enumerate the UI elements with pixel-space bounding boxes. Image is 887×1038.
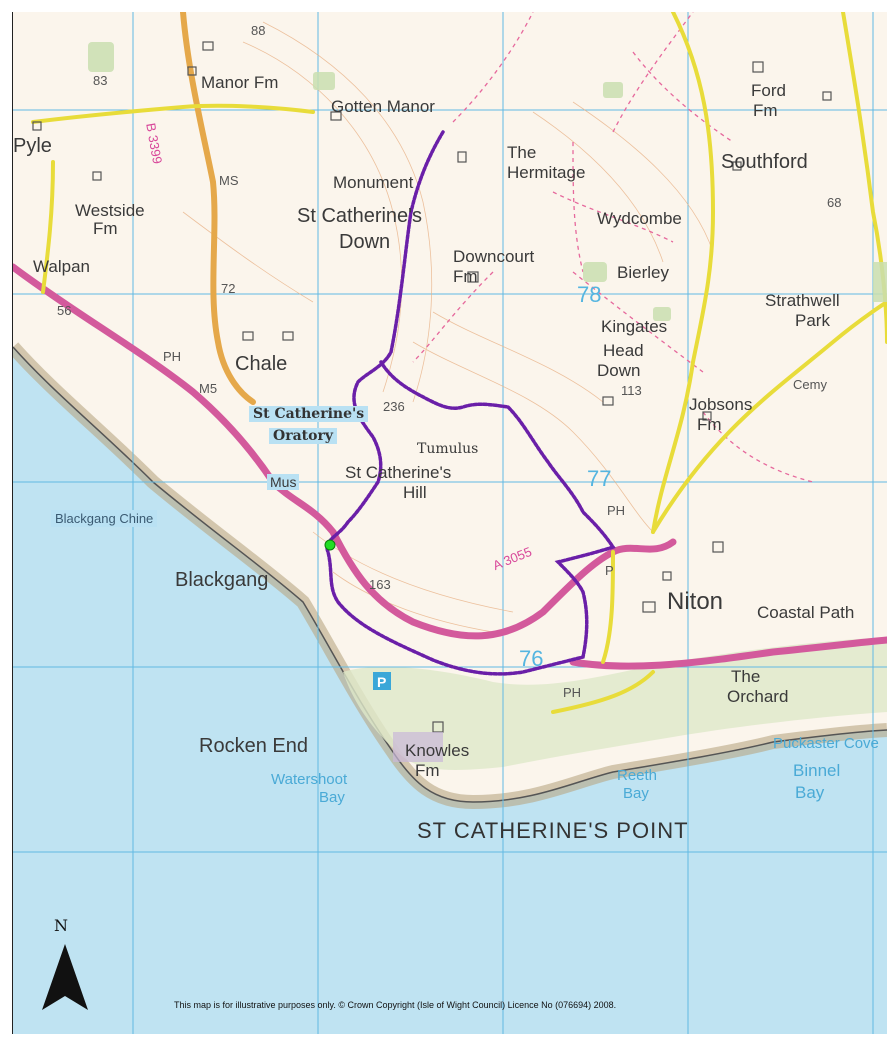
label-niton: Niton [667,588,724,615]
minor-roads [31,12,887,714]
sea [13,347,887,1034]
label-m5: M5 [199,381,218,396]
label-cemy: Cemy [793,377,827,392]
label-the-orchard-line1: The [731,667,761,686]
label-st-catherines-point: ST CATHERINE'S POINT [417,818,689,843]
road-a3055 [13,263,677,640]
spot-height-68: 68 [827,195,842,210]
label-the-hermitage-line1: The [507,143,537,162]
grid-number-78: 78 [577,282,602,307]
road-a3055-east [569,636,887,670]
label-bierley: Bierley [617,263,669,282]
label-ford-fm-line2: Fm [753,101,778,120]
label-gotten-manor: Gotten Manor [331,97,435,116]
label-blackgang: Blackgang [175,569,269,591]
svg-text:P: P [377,674,386,690]
spot-height-88: 88 [251,23,266,38]
label-st-catherines-hill-line2: Hill [403,483,427,502]
label-mus: Mus [267,474,300,490]
label-downcourt-fm-line2: Fm [453,267,478,286]
label-strathwell-park-line2: Park [795,311,830,330]
label-head-down-line1: Head [603,341,644,360]
coastline [13,346,887,803]
label-downcourt-fm-line1: Downcourt [453,247,535,266]
grid-number-76: 76 [519,646,544,671]
label-knowles-fm-line1: Knowles [405,741,470,760]
label-reeth-bay-line2: Bay [623,785,649,802]
woodland-patches [88,42,887,321]
label-st-catherines-down-line2: Down [339,231,391,253]
label-ford-fm-line1: Ford [751,81,786,100]
label-blackgang-chine: Blackgang Chine [51,510,158,527]
label-reeth-bay-line1: Reeth [617,767,658,784]
spot-height-163: 163 [369,577,391,592]
map-frame: P 88 Manor Fm 83 Gotten Manor The Hermit… [12,12,887,1034]
label-westside-fm-line1: Westside [75,201,145,220]
walking-route [325,130,616,676]
map-canvas: P [13,12,887,1034]
label-jobsons-fm-line1: Jobsons [689,395,753,414]
label-walpan: Walpan [33,257,91,276]
spot-height-72: 72 [221,281,236,296]
parking-icon: P [373,672,391,690]
label-monument: Monument [333,173,414,192]
label-southford: Southford [721,151,808,173]
road-b3399 [180,12,256,405]
footpaths [412,12,814,483]
label-st-catherines-hill-line1: St Catherine's [345,463,452,482]
label-strathwell-park-line1: Strathwell [765,291,840,310]
undercliff-woodland [343,637,887,770]
label-ph-niton: PH [607,503,626,518]
label-chale: Chale [235,353,288,375]
label-head-down-line2: Down [597,361,641,380]
label-binnel-bay-line1: Binnel [793,761,841,780]
spot-height-56: 56 [57,303,72,318]
lighthouse-area [393,732,443,762]
label-ms: MS [219,173,239,188]
label-puckaster-cove: Puckaster Cove [773,735,879,752]
start-point-icon [324,539,336,551]
label-westside-fm-line2: Fm [93,219,118,238]
grid-number-77: 77 [587,466,612,491]
north-label: N [54,916,68,935]
label-st-catherines-oratory-line1: St Catherine's [249,406,369,422]
copyright-notice: This map is for illustrative purposes on… [174,1000,617,1010]
spot-height-83: 83 [93,73,108,88]
label-pyle: Pyle [13,135,52,157]
label-watershoot-bay-line2: Bay [319,789,345,806]
label-p-niton: P [605,563,614,578]
label-kingates: Kingates [601,317,668,336]
label-coastal-path: Coastal Path [757,603,855,622]
label-rocken-end: Rocken End [199,735,308,757]
label-binnel-bay-line2: Bay [795,783,825,802]
label-tumulus: Tumulus [417,441,479,457]
label-knowles-fm-line2: Fm [415,761,440,780]
spot-height-113: 113 [621,383,642,398]
grid-lines [13,12,887,1034]
label-wydcombe: Wydcombe [597,209,682,228]
spot-height-236: 236 [383,399,405,414]
buildings [32,41,832,733]
label-ph-chale: PH [163,349,182,364]
label-watershoot-bay-line1: Watershoot [271,771,348,788]
label-st-catherines-down-line1: St Catherine's [297,205,422,227]
label-the-hermitage-line2: Hermitage [507,163,586,182]
label-the-orchard-line2: Orchard [727,687,789,706]
label-manor-fm: Manor Fm [201,73,279,92]
label-jobsons-fm-line2: Fm [697,415,722,434]
north-arrow-icon [42,944,88,1010]
label-st-catherines-oratory-line2: Oratory [269,428,337,444]
label-ph-south: PH [563,685,582,700]
